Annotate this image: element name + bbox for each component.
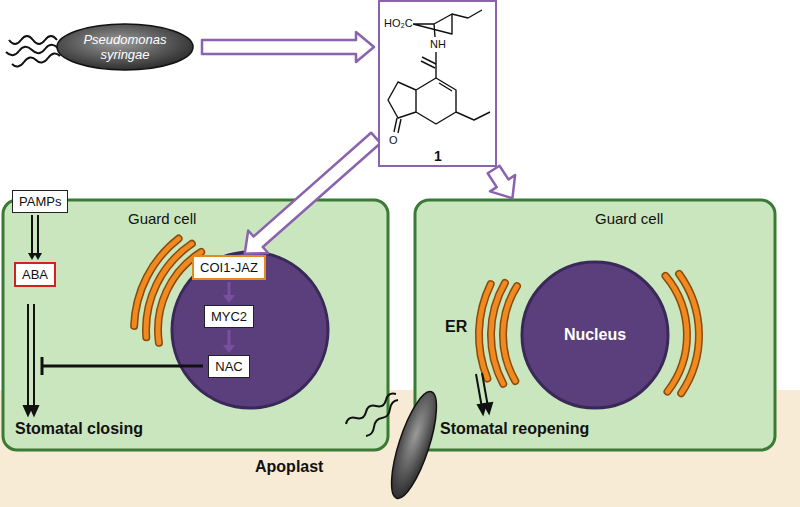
nucleus-node: Nucleus (520, 260, 670, 410)
er-arc (479, 284, 491, 378)
er-arc (491, 283, 505, 384)
node-text: NH (430, 38, 446, 51)
signal-box: ABA (14, 262, 56, 287)
connector (245, 133, 381, 254)
er-arc (491, 283, 505, 384)
node-text: COI1-JAZ (200, 260, 258, 275)
node-text: NAC (215, 359, 242, 374)
connector-part (223, 295, 235, 303)
node-text: ABA (22, 267, 48, 282)
flagella (6, 36, 60, 67)
node-text: Nucleus (564, 326, 626, 344)
nucleus (172, 252, 328, 408)
node-text: MYC2 (211, 309, 247, 324)
connector-part (37, 215, 39, 254)
node-text: Pseudomonas syringae (79, 32, 171, 62)
node-text: Stomatal reopening (440, 420, 589, 438)
guard-cell-fill (415, 200, 775, 450)
connector-part (223, 345, 235, 353)
signal-box: MYC2 (204, 305, 254, 328)
node-text: Guard cell (128, 210, 196, 227)
hollow-arrow (245, 133, 381, 254)
region-label: Apoplast (255, 458, 323, 476)
compound-box: HO₂C NH O 1 (378, 0, 497, 167)
connector-part (34, 253, 42, 260)
guard-cell: Guard cellER Stomatal reopening Nucleus (415, 200, 775, 450)
connector-part (227, 330, 230, 346)
er-arc (503, 286, 517, 381)
connector (223, 282, 235, 303)
signal-box: PAMPs (12, 190, 68, 213)
er-arc (479, 284, 491, 378)
node-text: ER (445, 318, 467, 336)
er-arc (134, 239, 179, 326)
signal-box: COI1-JAZ (192, 255, 266, 280)
er-arc (134, 239, 179, 326)
er-arc (503, 286, 517, 381)
guard-cell: Guard cellStomatal closingPAMPsABACOI1-J… (3, 200, 388, 450)
hollow-arrow (202, 32, 374, 62)
bacterium-node: Pseudomonas syringae (55, 22, 195, 72)
connector (28, 215, 42, 260)
node-text: O (389, 134, 398, 147)
hollow-arrow (488, 166, 515, 199)
signal-box: NAC (208, 355, 249, 378)
node-text: Guard cell (595, 210, 663, 227)
node-text: 1 (434, 148, 442, 164)
er-arc (679, 274, 699, 393)
connector-part (228, 282, 231, 296)
node-text: HO₂C (384, 17, 413, 30)
connector-part (31, 215, 33, 254)
connector (488, 166, 515, 199)
connector (202, 32, 374, 62)
node-text: PAMPs (19, 194, 61, 209)
connector (223, 330, 235, 353)
bacterium (346, 387, 446, 503)
guard-cell-fill (3, 200, 388, 450)
er-arc (679, 274, 699, 393)
node-text: Stomatal closing (15, 420, 143, 438)
